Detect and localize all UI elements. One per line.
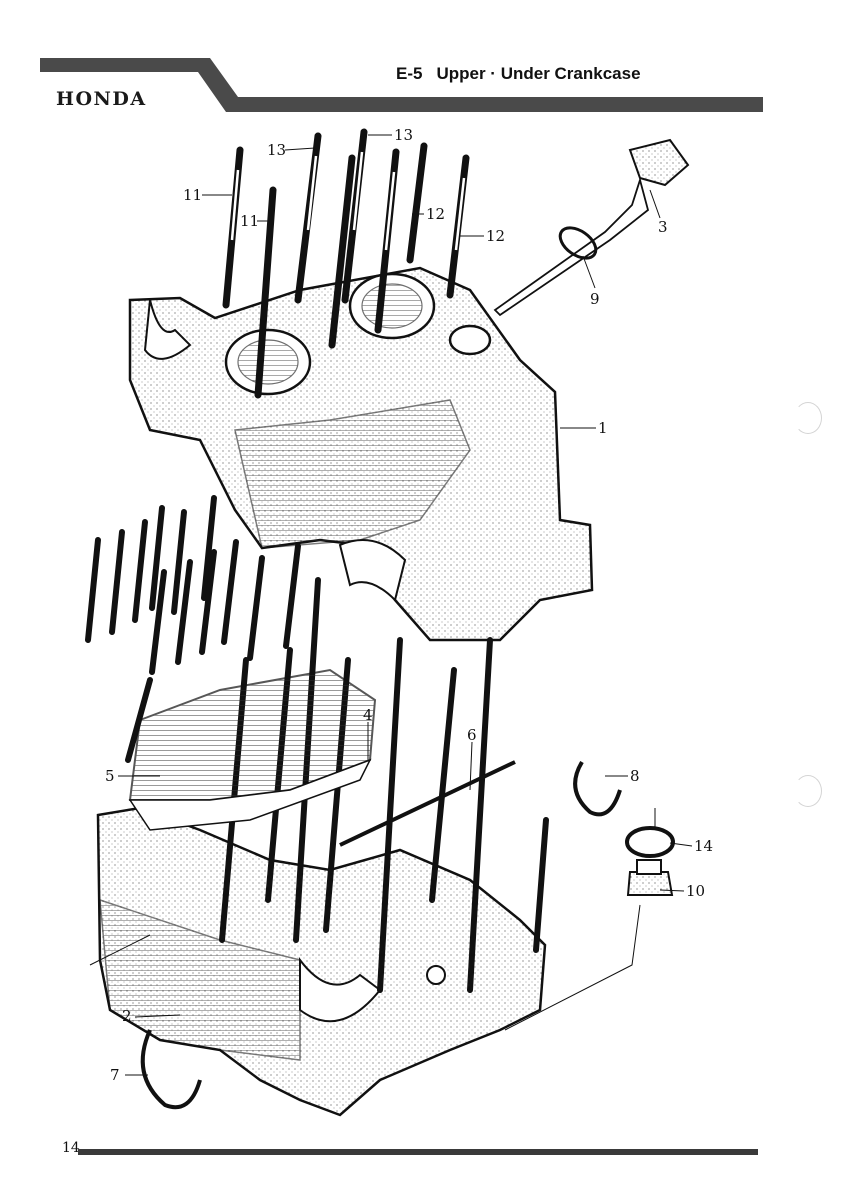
section-name: Upper · Under Crankcase (436, 64, 641, 83)
callout-6: 6 (467, 726, 477, 744)
callout-13-right: 13 (394, 126, 413, 144)
callout-1: 1 (598, 419, 608, 437)
brand-logo-text: HONDA (56, 88, 147, 110)
callout-12-right: 12 (486, 227, 505, 245)
oil-filler-cap (493, 138, 690, 317)
punch-hole-upper (794, 402, 822, 434)
half-ring-7 (140, 1029, 202, 1110)
callout-8: 8 (630, 767, 640, 785)
half-ring-8 (573, 760, 622, 817)
callout-14: 14 (694, 837, 713, 855)
callout-2: 2 (122, 1007, 132, 1025)
section-title: E-5 Upper · Under Crankcase (396, 64, 641, 84)
callout-9: 9 (590, 290, 600, 308)
callout-3: 3 (658, 218, 668, 236)
section-code: E-5 (396, 64, 423, 83)
callout-12-left: 12 (426, 205, 445, 223)
callout-5: 5 (105, 767, 115, 785)
callout-11-left: 11 (183, 186, 202, 204)
washer-9 (558, 226, 598, 260)
header-band (40, 58, 763, 112)
bearing-set (128, 668, 377, 831)
leader-lines (89, 134, 693, 1076)
callout-7: 7 (110, 1066, 120, 1084)
callout-13-left: 13 (267, 141, 286, 159)
short-studs-cluster (85, 495, 301, 675)
punch-hole-lower (794, 775, 822, 807)
upper-crankcase (128, 266, 594, 642)
page-number: 14 (62, 1140, 80, 1156)
callout-11-right: 11 (240, 212, 259, 230)
drain-plug-10 (626, 859, 674, 896)
rod-6 (339, 760, 516, 847)
gasket-14 (625, 826, 675, 858)
callout-4: 4 (363, 706, 373, 724)
footer-rule (78, 1149, 758, 1155)
callout-10: 10 (686, 882, 705, 900)
